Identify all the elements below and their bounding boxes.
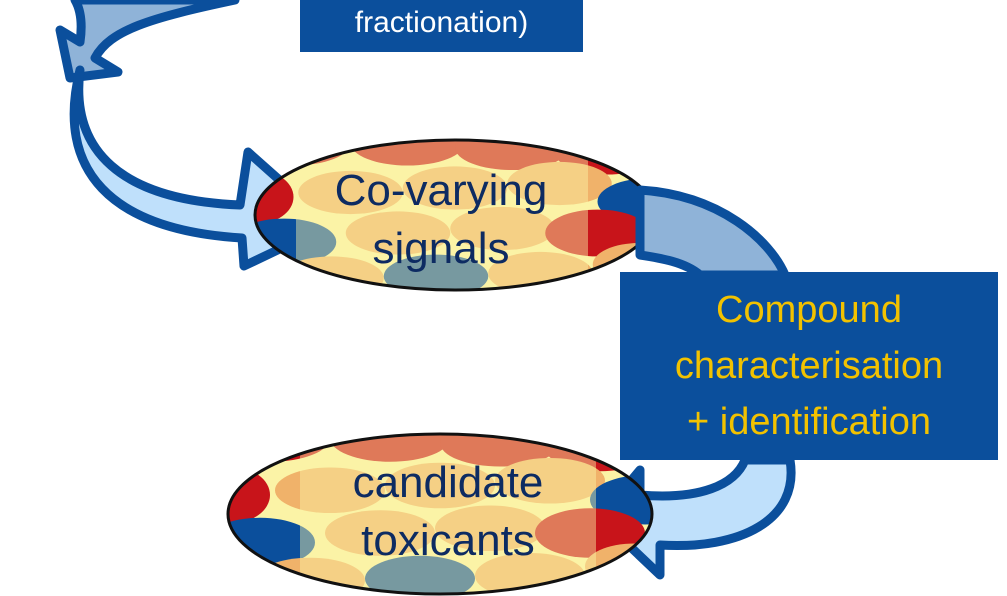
ellipse-candidate-toxicants <box>226 432 654 596</box>
ellipse-covarying-signals <box>253 138 657 292</box>
covarying-line-2: signals <box>372 224 510 273</box>
arrow-top-left <box>55 0 240 83</box>
candidate-line-2: toxicants <box>361 516 535 565</box>
covarying-line-1: Co-varying <box>334 166 548 215</box>
compound-line-2: characterisation <box>674 345 944 387</box>
arrow-to-candidate-toxicants <box>595 455 796 580</box>
candidate-line-1: candidate <box>352 458 544 507</box>
candidate-toxicants-label: candidate toxicants <box>297 454 599 570</box>
fractionation-label: fractionation) <box>354 6 529 39</box>
fractionation-box: fractionation) <box>300 0 583 52</box>
arrow-right-to-characterisation <box>635 185 790 280</box>
compound-characterisation-box: Compound characterisation + identificati… <box>620 272 998 460</box>
compound-line-1: Compound <box>716 289 902 331</box>
covarying-signals-label: Co-varying signals <box>290 162 592 278</box>
compound-line-3: + identification <box>687 401 931 443</box>
